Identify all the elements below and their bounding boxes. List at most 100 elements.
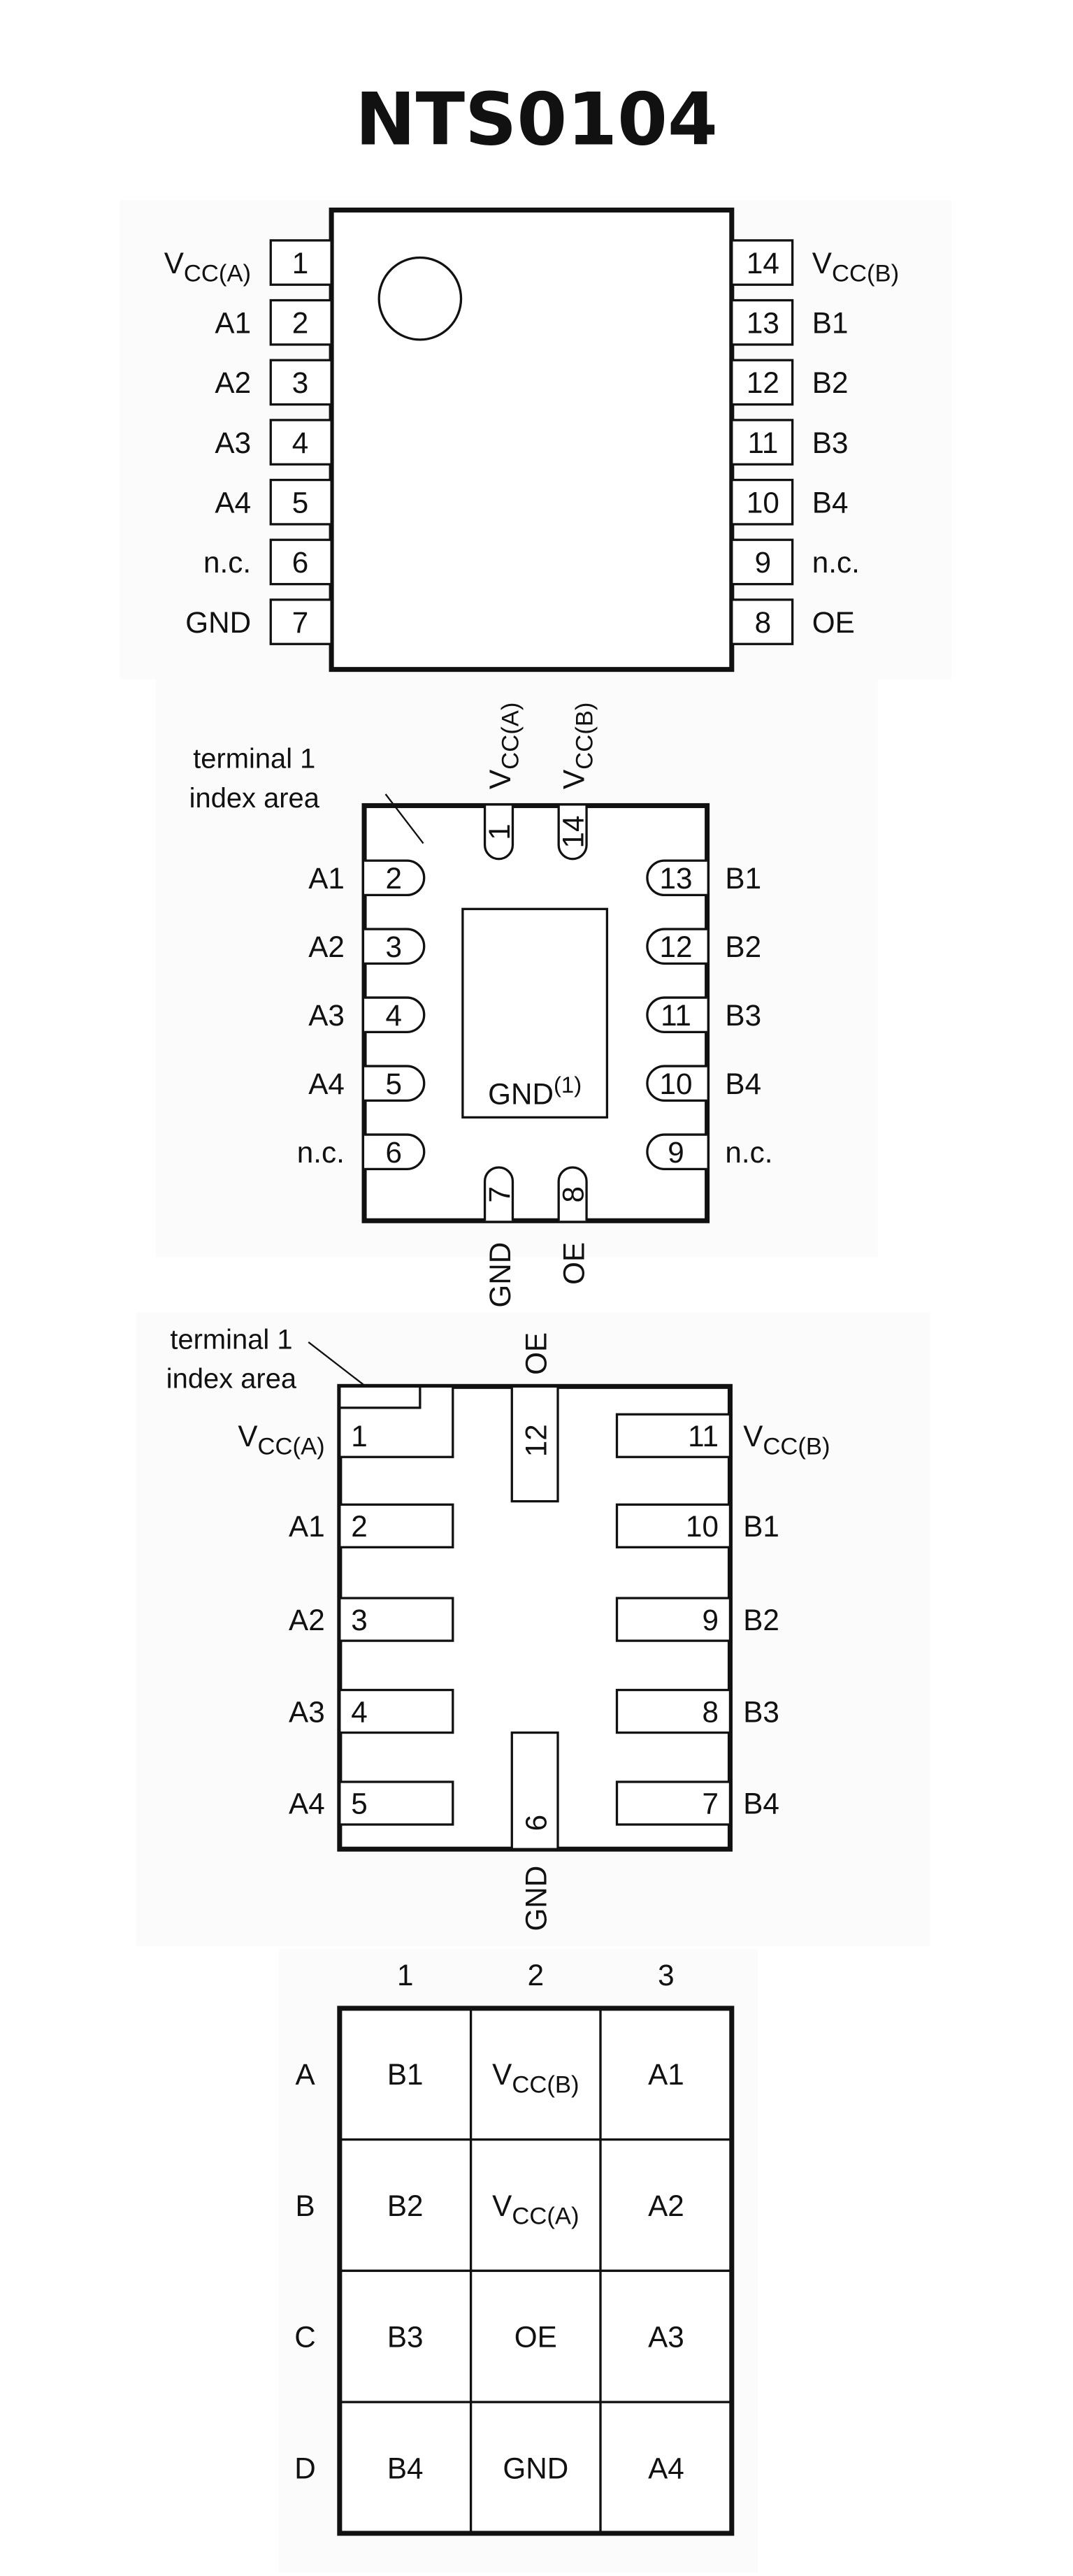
pin-number: 3 [351, 1604, 368, 1636]
label-superscript: (1) [554, 1072, 582, 1098]
pin-label: A3 [308, 999, 345, 1032]
pin-number: 12 [660, 930, 693, 963]
label-main: V [484, 770, 517, 789]
pin-9 [615, 1597, 732, 1642]
ball-B3 [599, 2138, 733, 2273]
page-title: NTS0104 [355, 78, 718, 162]
pin-label: n.c. [812, 546, 860, 579]
pin-label: B1 [725, 862, 761, 895]
pin-number: 12 [747, 366, 779, 399]
label-subscript: CC(A) [184, 261, 251, 287]
pin-label: VCC(B) [558, 703, 598, 789]
pin-2 [338, 1503, 454, 1548]
pin-number: 9 [703, 1604, 719, 1636]
ball-D3 [599, 2401, 733, 2535]
pin-number: 12 [520, 1424, 553, 1457]
pin-number: 11 [747, 426, 778, 459]
pin-7 [615, 1780, 732, 1826]
pin-number: 4 [386, 999, 403, 1032]
ball-B2 [469, 2138, 602, 2273]
label-subscript: CC(A) [512, 2203, 579, 2230]
pin-label: VCC(A) [164, 247, 251, 287]
pin-label: VCC(B) [743, 1420, 830, 1460]
pin-label: B2 [743, 1604, 779, 1636]
pin-label: GND [520, 1866, 553, 1931]
label-main: V [492, 2189, 512, 2222]
pin-label: A4 [289, 1787, 325, 1820]
pin-number: 7 [292, 606, 309, 639]
pin-2 [364, 859, 426, 897]
ball-signal-label: A2 [648, 2189, 684, 2222]
ball-signal-label: B3 [387, 2321, 424, 2354]
pin-3 [269, 359, 333, 406]
pin-label: B1 [812, 306, 849, 339]
pin-8 [615, 1688, 732, 1734]
pin-number: 13 [747, 306, 779, 339]
pin-7 [269, 598, 333, 645]
column-header: 2 [528, 1959, 545, 1992]
pin-label: A2 [289, 1604, 325, 1636]
row-header: C [294, 2321, 316, 2354]
pin-1 [269, 239, 333, 286]
pin-label: B2 [812, 366, 849, 399]
pin-label: A4 [215, 486, 251, 519]
pin-label: OE [812, 606, 855, 639]
pin-label: B3 [812, 426, 849, 459]
label-main: V [492, 2058, 512, 2091]
label-main: V [164, 247, 184, 280]
pin-3 [364, 928, 426, 965]
pin-label: A1 [289, 1510, 325, 1543]
pin-label: A2 [215, 366, 251, 399]
pin-10 [615, 1503, 732, 1548]
pin-number: 10 [686, 1510, 719, 1543]
ball-signal-label: VCC(A) [492, 2189, 579, 2230]
pin-number: 4 [351, 1695, 368, 1728]
ball-signal-label: A1 [648, 2058, 684, 2091]
index-note-line1: terminal 1 [193, 743, 315, 774]
pin-number: 2 [351, 1510, 368, 1543]
center-pad-label: GND(1) [488, 1072, 582, 1110]
pin-label: VCC(B) [812, 247, 899, 287]
pin-number: 11 [688, 1420, 719, 1453]
pin-4 [338, 1688, 454, 1734]
pin-number: 2 [292, 306, 309, 339]
pin-number: 5 [292, 486, 309, 519]
pin-number: 8 [755, 606, 772, 639]
pin-label: B4 [725, 1067, 761, 1100]
label-main: V [558, 770, 591, 789]
pin-12 [730, 359, 794, 406]
pin-14 [557, 805, 588, 861]
pin-label: B4 [743, 1787, 779, 1820]
ball-A2 [469, 2007, 602, 2141]
pin-number: 1 [483, 823, 516, 840]
label-subscript: CC(A) [498, 703, 524, 770]
pin1-marker-dot [377, 256, 463, 341]
pin-13 [646, 859, 707, 897]
pin-label: GND [185, 606, 251, 639]
row-header: B [295, 2189, 315, 2222]
pin-label: VCC(A) [484, 703, 524, 789]
ball-signal-label: A4 [648, 2452, 684, 2484]
pin-number: 1 [292, 247, 309, 280]
pin-11 [646, 996, 707, 1033]
pin-11 [730, 419, 794, 466]
ball-signal-label: A3 [648, 2321, 684, 2354]
row-header: A [295, 2058, 315, 2091]
pin-2 [269, 298, 333, 346]
pin-number: 3 [386, 930, 403, 963]
ball-signal-label: B2 [387, 2189, 424, 2222]
ball-D2 [469, 2401, 602, 2535]
index-note-line2: index area [189, 783, 320, 814]
pin-12 [646, 928, 707, 965]
pin-8 [730, 598, 794, 645]
column-header: 1 [397, 1959, 414, 1992]
index-note-line2: index area [166, 1364, 297, 1395]
pin-number: 4 [292, 426, 309, 459]
pin-label: n.c. [725, 1136, 772, 1169]
pin-5 [338, 1780, 454, 1826]
pin-4 [364, 996, 426, 1033]
pin-12 [510, 1385, 559, 1503]
index-leader-line [384, 793, 424, 844]
pin-number: 7 [703, 1787, 719, 1820]
